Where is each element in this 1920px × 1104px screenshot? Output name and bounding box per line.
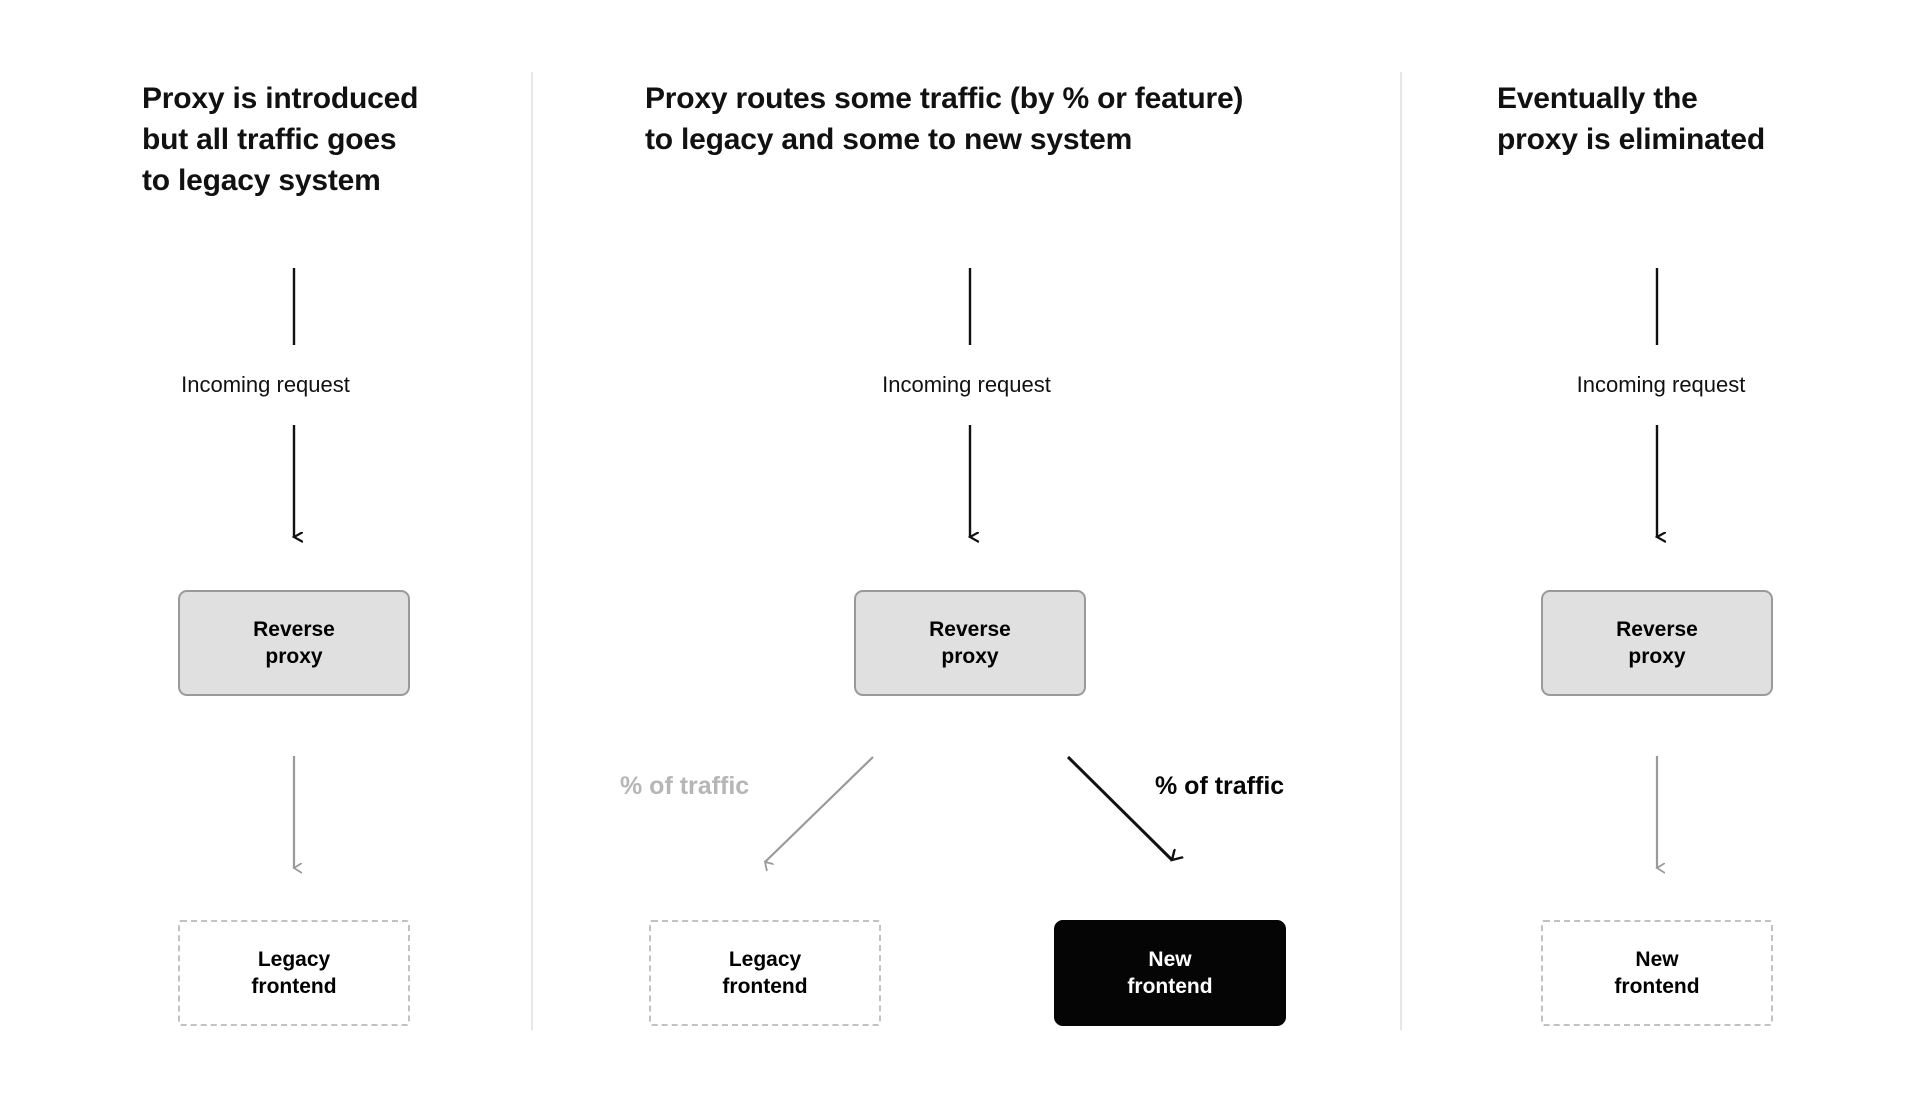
panel-3-new-frontend-node[interactable]: New frontend (1541, 920, 1773, 1026)
panel-2-proxy-to-new-arrow (1066, 755, 1172, 860)
panel-2-arrows (533, 268, 1400, 1104)
panel-3-incoming-request-label: Incoming request (1576, 372, 1746, 397)
panel-proxy-splits-traffic: Proxy routes some traffic (by % or featu… (533, 0, 1400, 1104)
panel-divider-1 (531, 72, 533, 1030)
panel-1-reverse-proxy-node[interactable]: Reverse proxy (178, 590, 410, 696)
panel-proxy-eliminated: Eventually the proxy is eliminated Incom… (1402, 0, 1920, 1104)
panel-3-heading: Eventually the proxy is eliminated (1497, 82, 1765, 156)
panel-divider-2 (1400, 72, 1402, 1030)
panel-3-reverse-proxy-node[interactable]: Reverse proxy (1541, 590, 1773, 696)
panel-3-arrows (1402, 268, 1920, 1104)
panel-2-legacy-traffic-share-label: % of traffic (620, 772, 750, 800)
panel-proxy-introduced: Proxy is introduced but all traffic goes… (0, 0, 531, 1104)
panel-2-incoming-request-label: Incoming request (882, 372, 1051, 397)
panel-2-reverse-proxy-node[interactable]: Reverse proxy (854, 590, 1086, 696)
panel-2-heading: Proxy routes some traffic (by % or featu… (645, 82, 1244, 156)
panel-2-new-frontend-node[interactable]: New frontend (1054, 920, 1286, 1026)
panel-2-proxy-to-legacy-arrow (765, 756, 874, 862)
panel-2-new-traffic-share-label: % of traffic (1155, 772, 1285, 800)
panel-2-legacy-frontend-node[interactable]: Legacy frontend (649, 920, 881, 1026)
panel-1-legacy-frontend-node[interactable]: Legacy frontend (178, 920, 410, 1026)
panel-1-heading: Proxy is introduced but all traffic goes… (142, 82, 419, 197)
panel-1-arrows (0, 268, 531, 1104)
panel-1-incoming-request-label: Incoming request (181, 372, 350, 397)
